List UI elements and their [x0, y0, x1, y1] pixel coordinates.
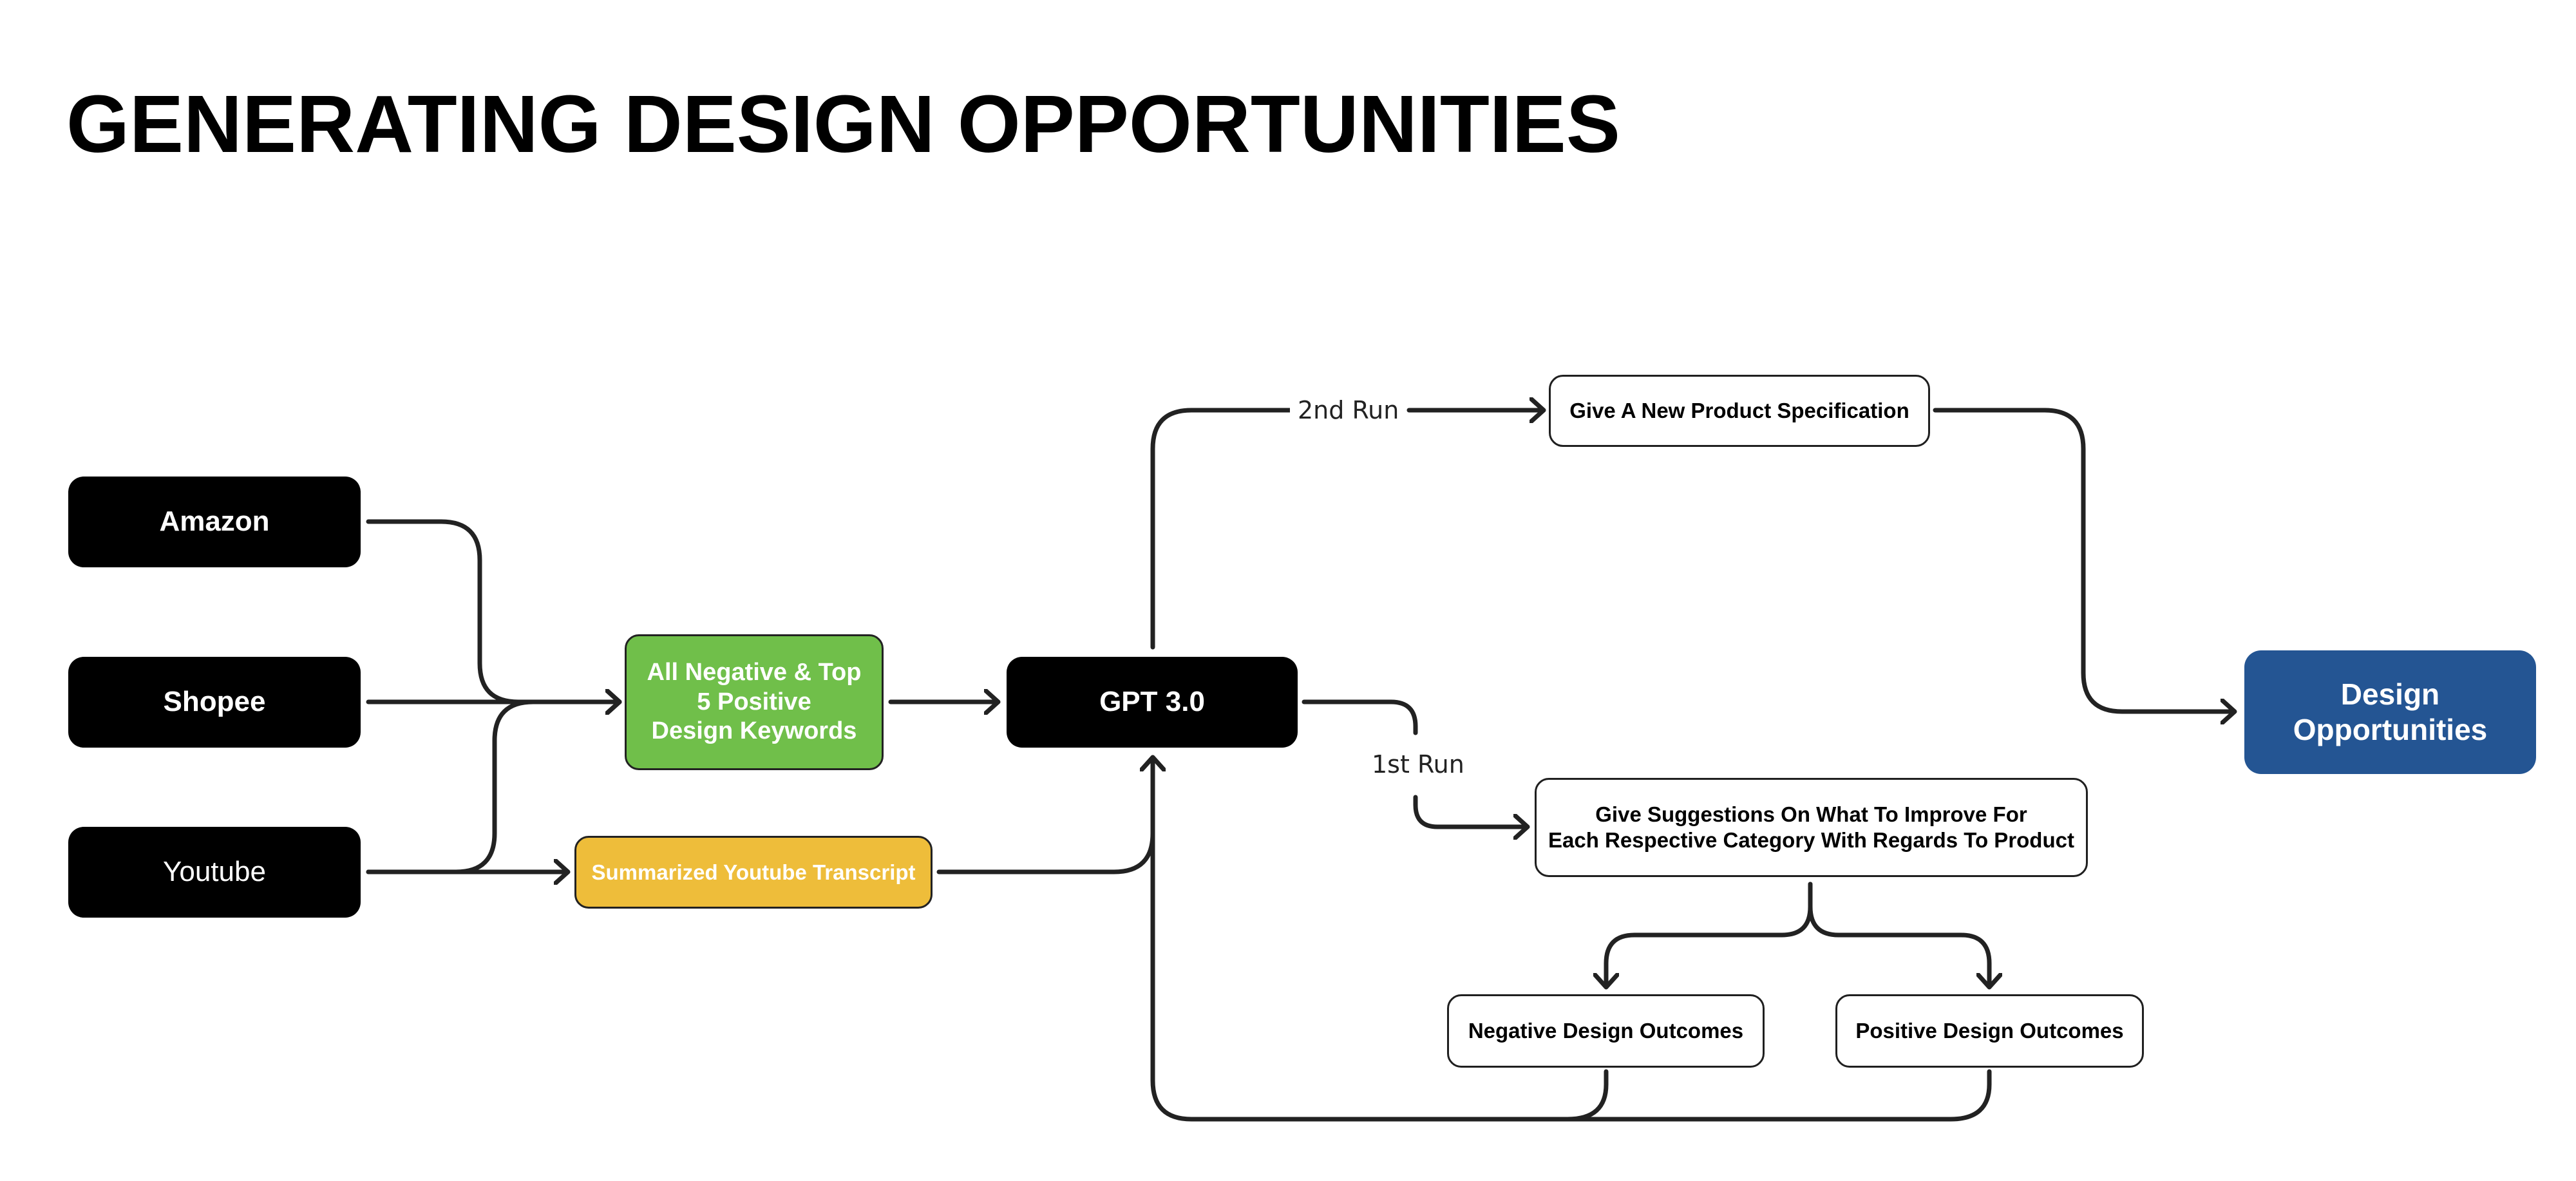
suggestions-line-2: Each Respective Category With Regards To… — [1548, 828, 2074, 852]
first-run-label: 1st Run — [1364, 752, 1472, 777]
source-youtube: Youtube — [68, 827, 361, 918]
keywords-node: All Negative & Top 5 Positive Design Key… — [625, 634, 884, 770]
keywords-line-3: Design Keywords — [651, 717, 857, 745]
connector-gpt-to-suggestions-part1 — [1302, 699, 1418, 735]
connector-gpt-to-spec-part1 — [1150, 408, 1293, 650]
source-shopee-label: Shopee — [163, 686, 266, 718]
design-opportunities-line-1: Design — [2340, 677, 2440, 711]
connector-amazon-to-keywords — [366, 519, 622, 702]
source-amazon: Amazon — [68, 477, 361, 567]
design-opportunities-node: Design Opportunities — [2244, 650, 2536, 774]
connector-transcript-to-gpt — [936, 755, 1153, 874]
connector-negative-feedback — [1153, 755, 1609, 1122]
connector-suggestions-to-negative — [1606, 882, 1813, 990]
specification-node: Give A New Product Specification — [1549, 375, 1930, 447]
connector-gpt-to-suggestions-part2 — [1413, 795, 1530, 827]
gpt-node: GPT 3.0 — [1007, 657, 1298, 748]
connector-positive-feedback — [1565, 1069, 1992, 1122]
source-shopee: Shopee — [68, 657, 361, 748]
positive-outcomes-node: Positive Design Outcomes — [1835, 994, 2144, 1068]
transcript-label: Summarized Youtube Transcript — [591, 860, 916, 884]
connector-suggestions-to-positive — [1808, 882, 1989, 990]
suggestions-line-1: Give Suggestions On What To Improve For — [1595, 802, 2027, 827]
gpt-label: GPT 3.0 — [1099, 686, 1205, 718]
keywords-line-1: All Negative & Top — [647, 659, 862, 686]
keywords-line-2: 5 Positive — [697, 688, 811, 715]
negative-outcomes-label: Negative Design Outcomes — [1468, 1019, 1744, 1043]
design-opportunities-line-2: Opportunities — [2293, 713, 2488, 746]
source-youtube-label: Youtube — [163, 856, 266, 888]
connector-spec-to-result — [1933, 408, 2237, 712]
suggestions-node: Give Suggestions On What To Improve For … — [1535, 778, 2088, 877]
negative-outcomes-node: Negative Design Outcomes — [1447, 994, 1765, 1068]
second-run-label: 2nd Run — [1290, 398, 1407, 422]
page-title: GENERATING DESIGN OPPORTUNITIES — [66, 79, 1620, 169]
transcript-node: Summarized Youtube Transcript — [574, 836, 933, 909]
specification-label: Give A New Product Specification — [1569, 399, 1909, 423]
source-amazon-label: Amazon — [159, 505, 270, 538]
positive-outcomes-label: Positive Design Outcomes — [1855, 1019, 2124, 1043]
connector-youtube-to-keywords — [366, 702, 622, 874]
